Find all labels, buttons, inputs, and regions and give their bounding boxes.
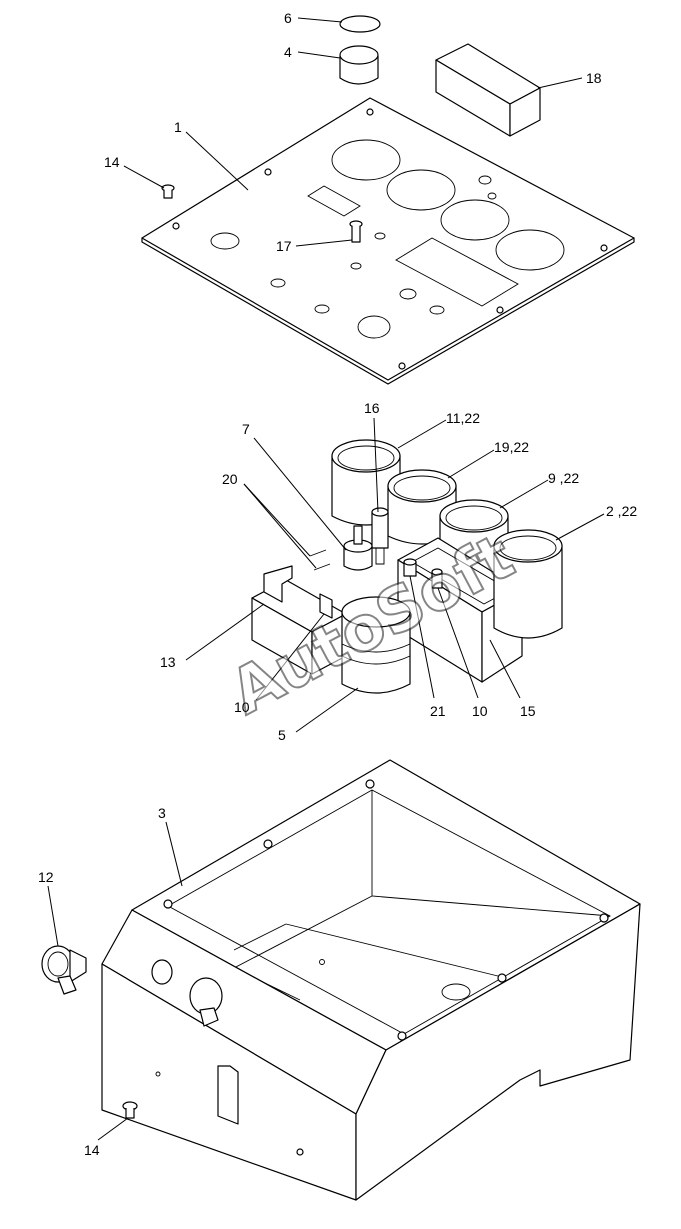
callout-14-top: 14 [104,154,120,170]
part-4-knob [339,45,379,85]
callout-5: 5 [278,727,286,743]
callout-9-22: 9 ,22 [548,470,579,486]
callout-17: 17 [276,238,292,254]
part-10-left [319,593,333,619]
callout-20: 20 [222,471,238,487]
callout-13: 13 [160,654,176,670]
callout-18: 18 [586,70,602,86]
callout-7: 7 [242,421,250,437]
part-14-screw-bottom [122,1101,138,1119]
part-11-cup [331,439,401,526]
callout-10-right: 10 [472,703,488,719]
callout-16: 16 [364,400,380,416]
callout-15: 15 [520,703,536,719]
top-panel-group [141,15,635,385]
part-18-box [435,43,541,137]
part-21-fitting [403,558,417,577]
middle-components-group [251,439,563,694]
part-19-cup [387,469,457,545]
leader-lines [47,17,605,1141]
callout-19-22: 19,22 [494,439,529,455]
part-2-cup [493,529,563,639]
part-20-pins [309,549,331,571]
callout-12: 12 [38,869,54,885]
callout-2-22: 2 ,22 [606,503,637,519]
part-6-cap [339,15,381,33]
part-3-housing [101,759,641,1201]
part-14-screw-top [161,184,175,199]
callout-6: 6 [284,10,292,26]
part-10-right [431,568,443,589]
part-17-bolt [349,220,363,243]
callout-1: 1 [174,119,182,135]
part-16-connector [371,507,389,565]
callout-labels: 6 4 18 1 14 17 16 11,22 19,22 9 ,22 2 ,2… [38,10,637,1158]
callout-10-left: 10 [234,699,250,715]
callout-14-bottom: 14 [84,1142,100,1158]
part-7-knob [343,525,373,571]
callout-4: 4 [284,44,292,60]
callout-3: 3 [158,805,166,821]
callout-11-22: 11,22 [446,410,480,426]
part-5-large-knob [341,596,411,694]
callout-21: 21 [430,703,446,719]
part-1-panel-plate [141,97,635,385]
part-12-plug [41,945,87,995]
